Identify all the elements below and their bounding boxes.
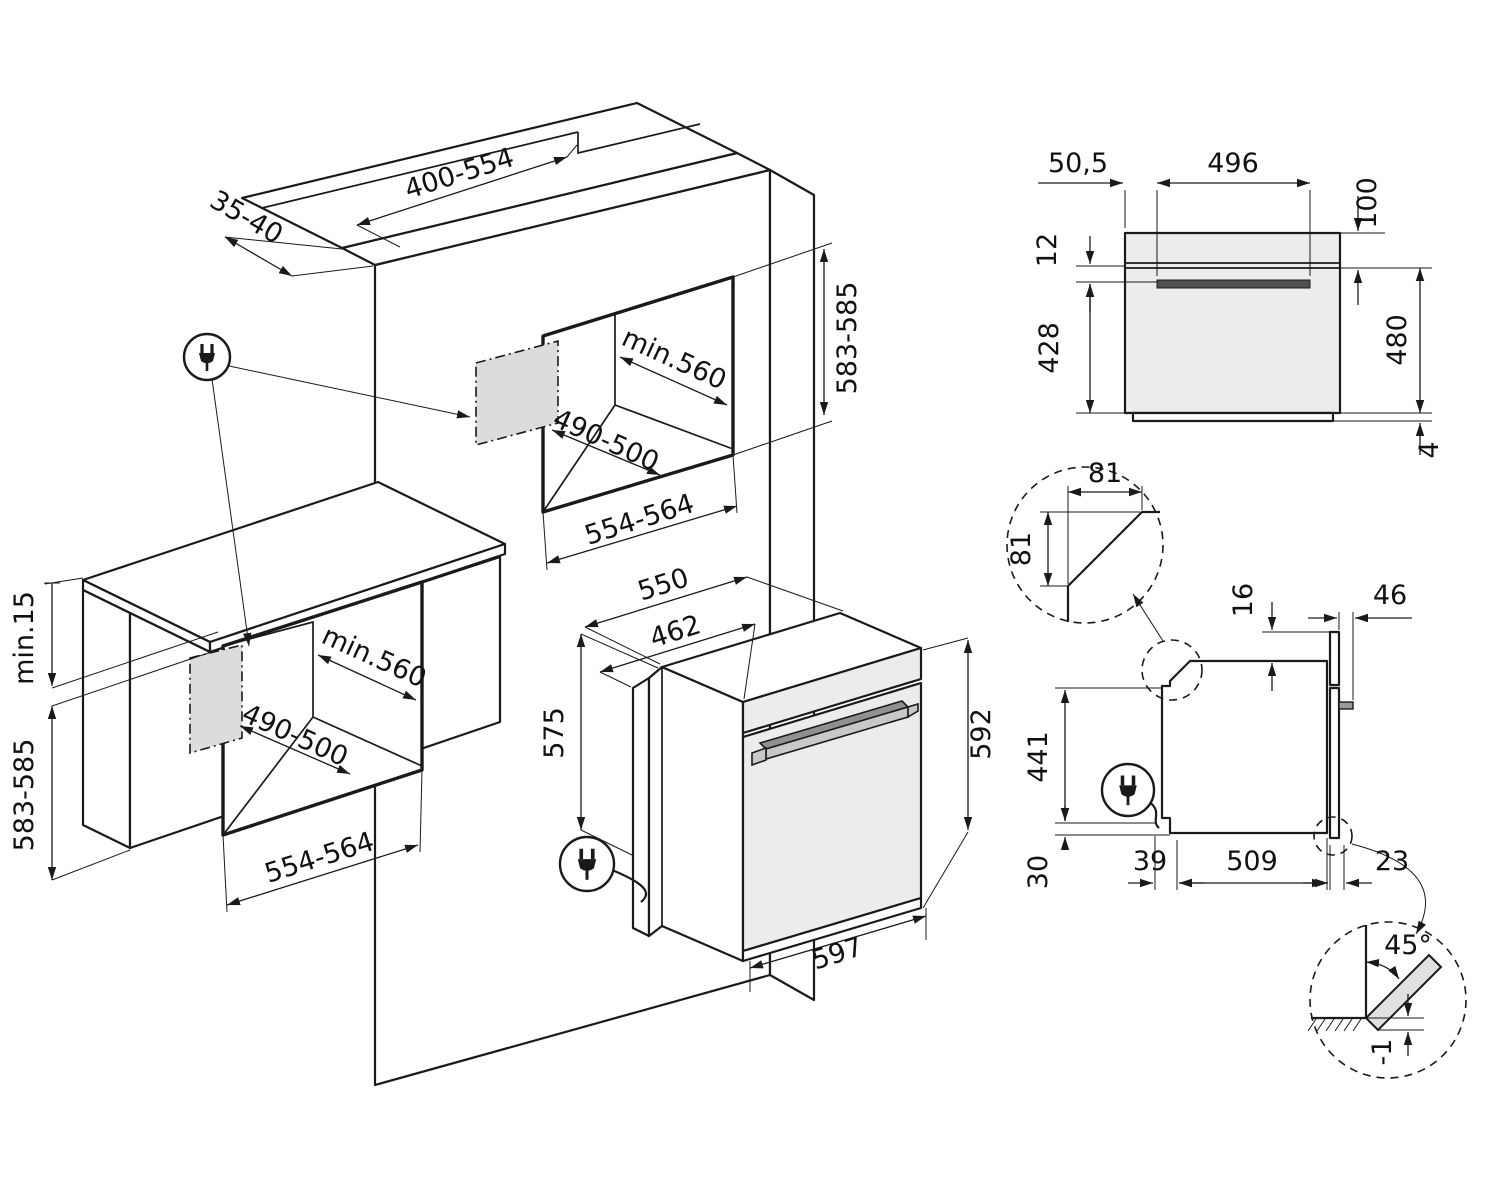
dim-side-door-thickness: 23 [1303,845,1409,890]
base-cabinet-view: min.15 583-585 min.560 490-500 554-564 [9,480,507,913]
side-door-lower [1328,686,1341,840]
svg-text:554-564: 554-564 [261,826,378,889]
dim-back-side-offset: 50,5 [1038,148,1126,228]
column-niche-floor-edge [614,404,734,450]
dim-back-top-inset: 100 [1340,177,1432,305]
door-zoom-circle [1313,816,1353,856]
dim-side-front-setback: 39 [1128,836,1204,890]
svg-text:12: 12 [1032,233,1063,267]
dim-side-flank-height: 441 [1023,687,1162,824]
svg-text:583-585: 583-585 [832,282,863,395]
svg-text:39: 39 [1133,846,1167,877]
base-niche-left-wall [222,620,314,836]
door-angle-detail-view: 45° -1 [1307,921,1467,1079]
svg-text:81: 81 [1088,458,1122,489]
dim-base-niche-height: 583-585 [9,706,131,881]
oven-power-cord [611,868,647,903]
dim-side-fascia-rise: 16 [1228,583,1330,691]
base-niche-floor-edge [312,716,423,767]
svg-text:23: 23 [1375,846,1409,877]
dim-back-bracket-width: 496 [1156,148,1311,276]
dim-floor-clearance: -1 [1366,994,1424,1065]
chamfer-zoom-circle [1141,639,1203,701]
oven-left-face [647,665,745,963]
column-connection-panel [475,339,559,447]
oven-handle-right-pad [907,702,919,719]
svg-text:46: 46 [1373,580,1407,611]
dim-back-base-height: 4 [1333,420,1445,459]
oven-back-panel [631,676,651,938]
leader-to-column-panel [228,365,471,419]
dim-chamfer-width: 81 [1068,458,1142,497]
detail-circle [1006,466,1164,624]
svg-text:509: 509 [1226,846,1278,877]
mounting-bracket [1156,279,1311,289]
dim-chamfer-height: 81 [1006,512,1053,586]
svg-text:100: 100 [1352,177,1383,229]
leader-to-base-panel [211,378,252,647]
dim-side-bottom-clearance: 30 [1023,806,1170,889]
detail-circle [1309,921,1467,1079]
oven-side-view: 16 46 441 30 39 509 23 [1023,580,1427,935]
dim-back-rear-height: 480 [1340,268,1432,414]
oven-control-panel [741,646,923,735]
open-door-bar [1364,953,1443,1032]
svg-text:30: 30 [1023,855,1054,889]
dim-oven-casing-height: 575 [539,633,659,857]
svg-text:441: 441 [1023,731,1054,783]
oven-front-view: 550 462 575 592 597 [539,562,997,992]
svg-text:min.15: min.15 [9,591,40,685]
svg-text:575: 575 [539,707,570,759]
dim-back-lower-height: 428 [1034,284,1125,414]
svg-text:428: 428 [1034,322,1065,374]
power-plug-icon [1119,775,1137,806]
power-plug-icon [199,344,215,371]
svg-text:-1: -1 [1367,1039,1398,1066]
base-connection-panel [189,643,243,755]
svg-text:592: 592 [966,708,997,760]
svg-text:4: 4 [1414,441,1445,458]
dim-side-handle-depth: 46 [1308,580,1412,700]
dim-back-bracket-gap: 12 [1032,233,1157,312]
side-body [1160,659,1329,835]
side-door-upper [1328,630,1341,687]
column-cabinet-view: 400-554 35-40 583-585 min.560 490-500 55… [205,101,863,1087]
angle-arc [1365,958,1400,980]
leader-to-door-detail [1351,843,1427,935]
dim-side-body-depth: 509 [1179,838,1328,890]
power-plug-icon [577,848,597,880]
svg-text:50,5: 50,5 [1048,148,1108,179]
dim-column-niche-height: 583-585 [732,242,863,456]
leader-to-detail-circle [1132,593,1164,642]
back-base-strip [1131,411,1335,423]
svg-text:81: 81 [1006,532,1037,566]
floor-hatching [1307,1018,1362,1032]
svg-text:480: 480 [1382,314,1413,366]
power-connection-callout [182,332,471,647]
svg-text:496: 496 [1207,148,1259,179]
dim-door-angle: 45° [1384,930,1432,961]
svg-text:16: 16 [1228,583,1259,617]
oven-back-view: 50,5 496 100 12 428 480 4 [1032,148,1445,459]
svg-text:583-585: 583-585 [9,739,40,852]
chamfer-detail-view: 81 81 [1006,458,1164,642]
chamfer-profile [1066,510,1160,622]
dim-oven-front-height: 592 [922,637,997,909]
base-left-face [81,588,132,850]
column-top-notch [577,123,701,155]
dim-base-worktop-gap: min.15 [9,577,224,707]
side-handle [1338,701,1354,710]
oven-handle-left-pad [751,746,767,767]
